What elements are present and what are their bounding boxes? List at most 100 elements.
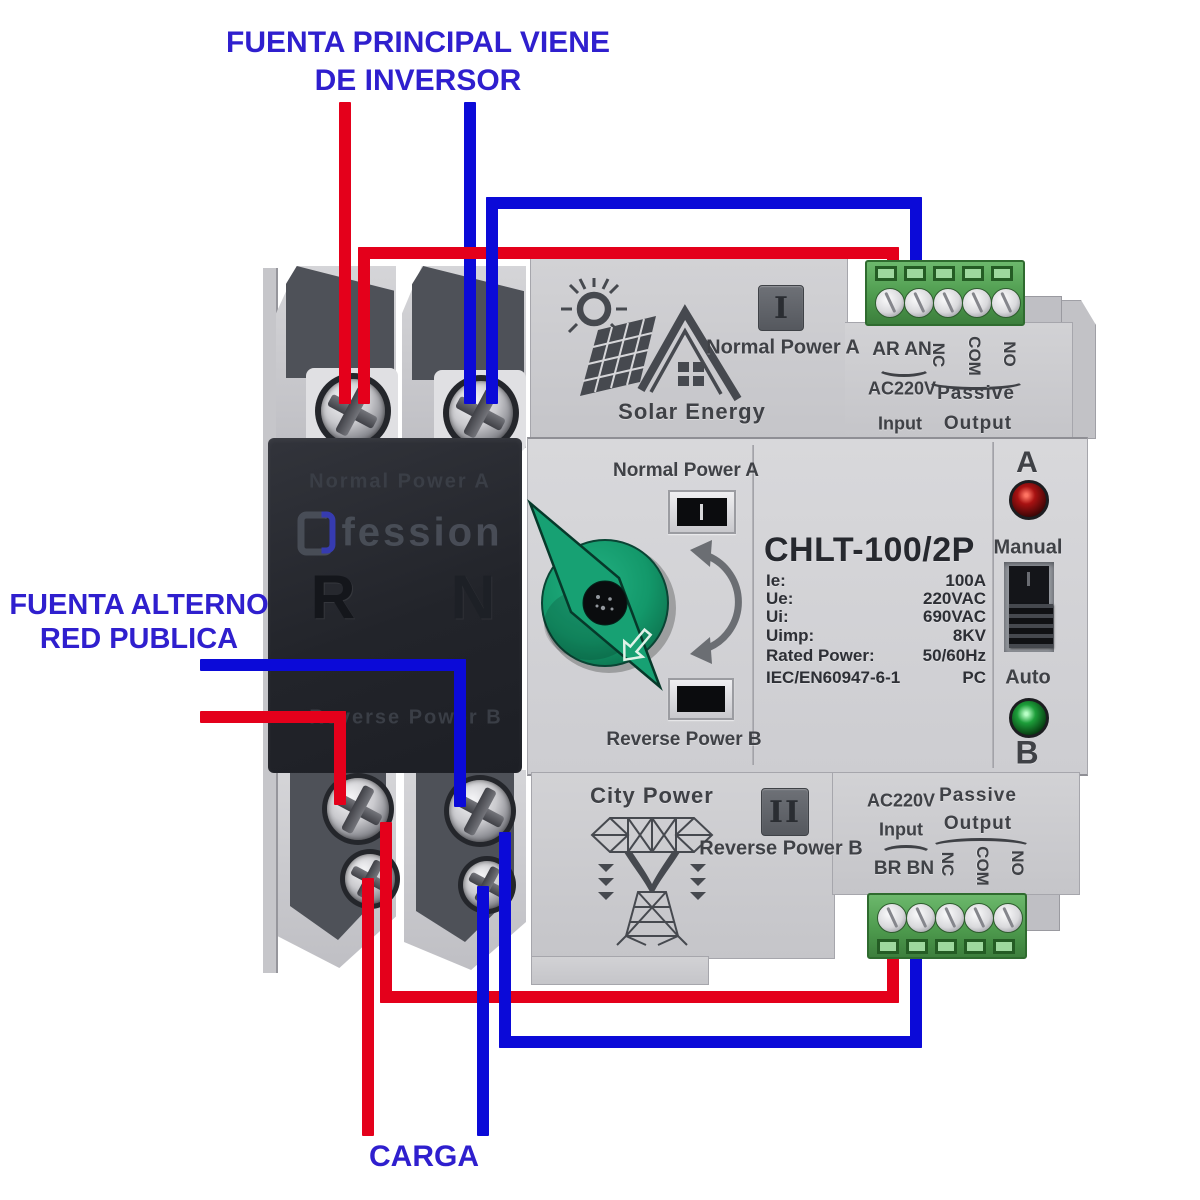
spec-key: IEC/EN60947-6-1: [766, 668, 901, 687]
annotation-main-source: FUENTA PRINCIPAL VIENE DE INVERSOR: [158, 24, 678, 100]
terminal-bottom-screw-3: [935, 903, 965, 933]
led-a-indicator: [1009, 480, 1049, 520]
terminal-top-screw-5: [991, 288, 1021, 318]
indicator-b-label: Reverse Power B: [606, 729, 762, 750]
ats-bottom-section-labels: [832, 772, 1080, 895]
ar-an-label: AR AN: [872, 339, 932, 360]
terminal-bottom-slot-3: [935, 939, 957, 954]
spec-value: 8KV: [952, 626, 986, 645]
no-top-label: NO: [1000, 341, 1019, 367]
terminal-top-slot-2: [904, 266, 926, 281]
relay-pins-top-brace: [926, 372, 1026, 390]
city-power-label: City Power: [590, 783, 714, 808]
manual-label: Manual: [993, 536, 1063, 559]
terminal-top-screw-3: [933, 288, 963, 318]
brand-watermark: fession: [297, 511, 502, 556]
wire-load-neutral-drop: [477, 886, 489, 1136]
wire-grid-live-run: [200, 711, 346, 723]
terminal-top-screw-1: [875, 288, 905, 318]
terminal-top-slot-4: [962, 266, 984, 281]
spec-key: Rated Power:: [766, 646, 875, 665]
ac220v-top-label: AC220V: [867, 378, 937, 399]
wire-sense-a-live-run: [358, 247, 899, 259]
wire-sense-a-neutral-rise: [486, 197, 498, 404]
passive-bottom-label: Passive: [939, 785, 1017, 806]
terminal-screw-top-right: [449, 381, 513, 445]
wire-sense-b-neutral-drop: [499, 832, 511, 1048]
led-b-indicator: [1009, 698, 1049, 738]
terminal-top-slot-1: [875, 266, 897, 281]
wire-sense-b-live-drop: [380, 822, 392, 1003]
terminal-bottom-screw-4: [964, 903, 994, 933]
nc-top-label: NC: [929, 342, 948, 368]
spec-value: 690VAC: [923, 607, 986, 626]
rotary-switch-knob: [527, 498, 676, 692]
no-bottom-label: NO: [1008, 850, 1027, 876]
com-bottom-label: COM: [973, 846, 992, 886]
mode-slide-switch: [1004, 562, 1054, 652]
annotation-alt-source-line2: RED PUBLICA: [39, 623, 239, 655]
terminal-top-screw-2: [904, 288, 934, 318]
spec-key: Ue:: [766, 589, 794, 608]
terminal-bottom-slot-1: [877, 939, 899, 954]
wire-inverter-live-drop: [339, 102, 351, 404]
terminal-bottom-screw-1: [877, 903, 907, 933]
mode-slide-switch-tick: [1027, 572, 1030, 586]
auto-label: Auto: [1005, 666, 1051, 689]
mode-slide-switch-grip: [1009, 604, 1053, 648]
normal-power-a-top-label: Normal Power A: [706, 336, 860, 359]
reverse-power-b-bottom-label: Reverse Power B: [699, 837, 863, 860]
indicator-window-a: [668, 490, 736, 534]
spec-key: Uimp:: [766, 626, 815, 645]
indicator-a-label: Normal Power A: [612, 460, 760, 481]
terminal-block-top: [865, 260, 1025, 326]
power-tower-icon: [590, 817, 714, 946]
wire-grid-live-drop: [334, 711, 346, 805]
roman-badge-one: I: [758, 285, 804, 331]
br-bn-label: BR BN: [873, 858, 935, 879]
output-bottom-label: Output: [943, 813, 1013, 834]
wire-sense-a-neutral-run: [486, 197, 922, 209]
spec-value: 220VAC: [923, 589, 986, 608]
passive-top-label: Passive: [937, 383, 1015, 404]
wire-load-live-drop: [362, 878, 374, 1136]
annotation-load: CARGA: [369, 1140, 479, 1173]
wire-grid-neutral-drop: [454, 659, 466, 807]
terminal-bottom-screw-2: [906, 903, 936, 933]
wire-sense-a-neutral-entry: [910, 197, 922, 275]
brand-watermark-text: fession: [341, 510, 503, 555]
input-top-label: Input: [878, 413, 922, 434]
wire-sense-b-live-run: [380, 991, 899, 1003]
rotation-arrow-icon: [690, 540, 742, 664]
annotation-alt-source-line1: FUENTA ALTERNO: [9, 589, 269, 621]
pole-label-r: R: [310, 563, 356, 633]
terminal-screw-top-left: [321, 379, 385, 443]
pole-label-n: N: [450, 563, 496, 633]
terminal-top-slot-3: [933, 266, 955, 281]
spec-row-ue: Ue: 220VAC: [766, 589, 986, 609]
terminal-top-slot-5: [991, 266, 1013, 281]
ar-an-brace: [877, 360, 931, 377]
output-top-label: Output: [943, 413, 1013, 434]
terminal-top-screw-4: [962, 288, 992, 318]
annotation-alt-source: FUENTA ALTERNO RED PUBLICA: [6, 588, 272, 656]
com-top-label: COM: [965, 336, 984, 376]
spec-row-uimp: Uimp: 8KV: [766, 626, 986, 646]
wire-sense-b-neutral-run: [499, 1036, 922, 1048]
input-bottom-label: Input: [879, 819, 923, 840]
solar-energy-icon: [561, 278, 742, 402]
spec-value: 50/60Hz: [922, 646, 986, 665]
ac220v-bottom-label: AC220V: [866, 790, 936, 811]
spec-row-ie: Ie: 100A: [766, 571, 986, 591]
panel-groove-left: [752, 445, 754, 765]
spec-value: PC: [962, 668, 986, 687]
annotation-main-source-line2: DE INVERSOR: [314, 64, 522, 97]
breaker-label-normal-power: Normal Power A: [309, 470, 491, 493]
terminal-bottom-slot-5: [993, 939, 1015, 954]
indicator-window-b: [668, 678, 734, 720]
wire-grid-neutral-run: [200, 659, 466, 671]
terminal-bottom-screw-5: [993, 903, 1023, 933]
annotation-main-source-line1: FUENTA PRINCIPAL VIENE: [226, 26, 610, 59]
din-tab-bottom: [1024, 893, 1060, 931]
